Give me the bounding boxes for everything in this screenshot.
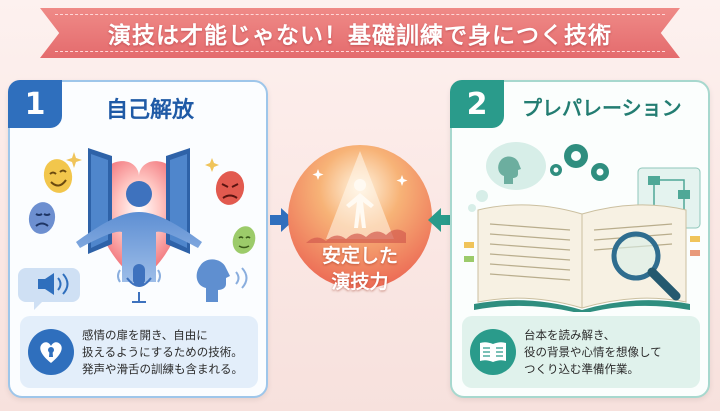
card-number-badge: 2: [450, 80, 504, 128]
green-mask-icon: [232, 226, 256, 254]
description-line: 役の背景や心情を想像して: [524, 344, 662, 359]
description-line: 扱えるようにするための技術。: [82, 344, 243, 359]
happy-mask-icon: [43, 159, 73, 193]
title-banner: 演技は才能じゃない！基礎訓練で身につく技術: [40, 8, 680, 58]
sparkle-icon: [205, 158, 219, 172]
arrow-left-icon: [428, 208, 452, 232]
description-line: 発声や滑舌の訓練も含まれる。: [82, 361, 243, 376]
description-line: 台本を読み解き、: [524, 327, 616, 342]
description-text: 感情の扉を開き、自由に 扱えるようにするための技術。 発声や滑舌の訓練も含まれる…: [82, 327, 243, 378]
angry-mask-icon: [215, 171, 245, 205]
result-circle: 安定した 演技力: [286, 143, 434, 293]
result-line: 演技力: [331, 271, 389, 293]
preparation-illustration: [464, 142, 701, 312]
person-arms-open-icon: [76, 181, 202, 282]
speaking-head-icon: [196, 259, 248, 302]
self-liberation-illustration: [18, 148, 256, 310]
description-line: つくり込む準備作業。: [524, 361, 639, 376]
card-number-badge: 1: [8, 80, 62, 128]
self-liberation-card: 1 自己解放: [8, 80, 268, 398]
description-line: 感情の扉を開き、自由に: [82, 327, 208, 342]
speaker-bubble-icon: [18, 268, 80, 310]
arrow-right-icon: [270, 208, 294, 232]
preparation-card: 2 プレパレーション: [450, 80, 710, 398]
open-book-icon: [464, 204, 700, 312]
page-title: 演技は才能じゃない！基礎訓練で身につく技術: [55, 14, 665, 52]
open-book-icon: [470, 329, 516, 375]
description-box: 感情の扉を開き、自由に 扱えるようにするための技術。 発声や滑舌の訓練も含まれる…: [20, 316, 258, 388]
microphone-icon: [117, 264, 161, 303]
card-title: 自己解放: [106, 98, 195, 123]
description-box: 台本を読み解き、 役の背景や心情を想像して つくり込む準備作業。: [462, 316, 700, 388]
gears-icon: [550, 144, 609, 181]
heart-keyhole-icon: [28, 329, 74, 375]
sparkle-icon: [66, 152, 82, 168]
result-line: 安定した: [321, 245, 398, 267]
sad-mask-icon: [28, 202, 56, 234]
description-text: 台本を読み解き、 役の背景や心情を想像して つくり込む準備作業。: [524, 327, 662, 378]
card-title: プレパレーション: [522, 96, 682, 120]
magnifying-glass-icon: [611, 231, 681, 301]
result-label: 安定した 演技力: [286, 243, 434, 295]
thought-head-icon: [468, 142, 546, 212]
standing-person-icon: [346, 179, 374, 228]
